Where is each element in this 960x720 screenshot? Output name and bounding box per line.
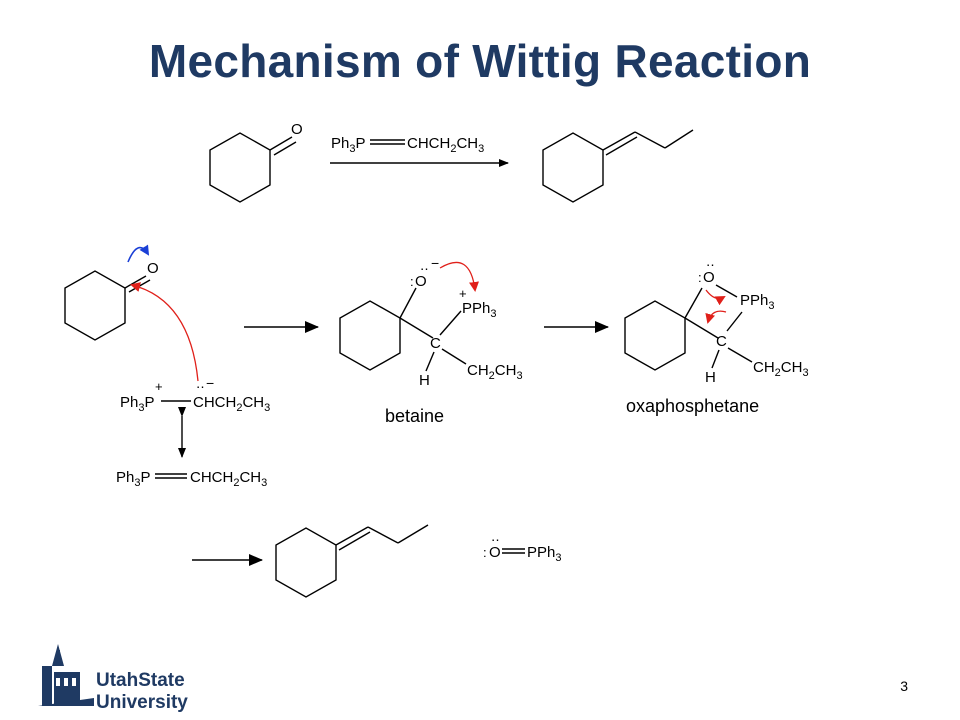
svg-text:CH2CH3: CH2CH3: [467, 362, 523, 382]
svg-text::: :: [410, 274, 414, 289]
betaine-structure: O : ‥ − C + PPh3 H CH2CH3 betaine: [339, 255, 523, 426]
betaine-label: betaine: [385, 406, 444, 426]
oxaphosphetane-label: oxaphosphetane: [626, 396, 759, 416]
cyclohexanone-mechanism: O: [64, 244, 199, 382]
ylide-zwitterion: Ph3P + CHCH2CH3 ‥ −: [120, 375, 270, 414]
carbonyl-O-label: O: [147, 260, 159, 277]
svg-text:PPh3: PPh3: [462, 300, 496, 320]
page-number: 3: [900, 678, 908, 694]
old-main-tower-icon: [38, 644, 94, 706]
svg-text::: :: [698, 270, 702, 285]
svg-text:CH2CH3: CH2CH3: [753, 359, 809, 379]
logo-line-1: UtahState: [96, 670, 185, 691]
blue-electron-arrow: [127, 244, 150, 263]
svg-text:‥: ‥: [491, 529, 499, 544]
red-nucleophilic-arrow: [130, 282, 199, 382]
ylide-neutral: Ph3P CHCH2CH3: [116, 469, 267, 489]
logo-line-2: University: [96, 692, 188, 713]
svg-text:CHCH2CH3: CHCH2CH3: [193, 394, 270, 414]
svg-text:+: +: [459, 286, 467, 301]
svg-text:O: O: [489, 544, 501, 561]
alkene-product: [542, 129, 694, 203]
carbonyl-oxygen-label: O: [291, 121, 303, 138]
svg-text:Ph3P: Ph3P: [120, 394, 155, 414]
svg-text:CHCH2CH3: CHCH2CH3: [407, 135, 484, 155]
svg-text:‥: ‥: [706, 254, 714, 269]
svg-text:H: H: [705, 369, 716, 386]
svg-text:−: −: [206, 375, 214, 391]
svg-text:Ph3P: Ph3P: [331, 135, 366, 155]
svg-text:C: C: [430, 335, 441, 352]
university-logo: UtahState University: [38, 644, 188, 713]
svg-text:Ph3P: Ph3P: [116, 469, 151, 489]
svg-text:CHCH2CH3: CHCH2CH3: [190, 469, 267, 489]
svg-text:O: O: [415, 273, 427, 290]
svg-text:‥: ‥: [420, 258, 428, 273]
cyclohexanone-reactant: O: [209, 121, 303, 203]
oxaphosphetane-structure: O : ‥ PPh3 C H CH2CH3 oxaphosphetane: [624, 254, 809, 416]
svg-text:−: −: [431, 255, 439, 271]
svg-text:H: H: [419, 372, 430, 389]
alkene-final-product: [275, 524, 429, 598]
svg-text:C: C: [716, 333, 727, 350]
ylide-reagent: Ph3P CHCH2CH3: [331, 135, 484, 155]
svg-text:PPh3: PPh3: [740, 292, 774, 312]
svg-text:PPh3: PPh3: [527, 544, 561, 564]
svg-text:‥: ‥: [196, 376, 204, 391]
svg-text:O: O: [703, 269, 715, 286]
triphenylphosphine-oxide: : O ‥ PPh3: [483, 529, 561, 564]
svg-text::: :: [483, 545, 487, 560]
svg-text:+: +: [155, 379, 163, 394]
slide-title: Mechanism of Wittig Reaction: [148, 35, 812, 87]
